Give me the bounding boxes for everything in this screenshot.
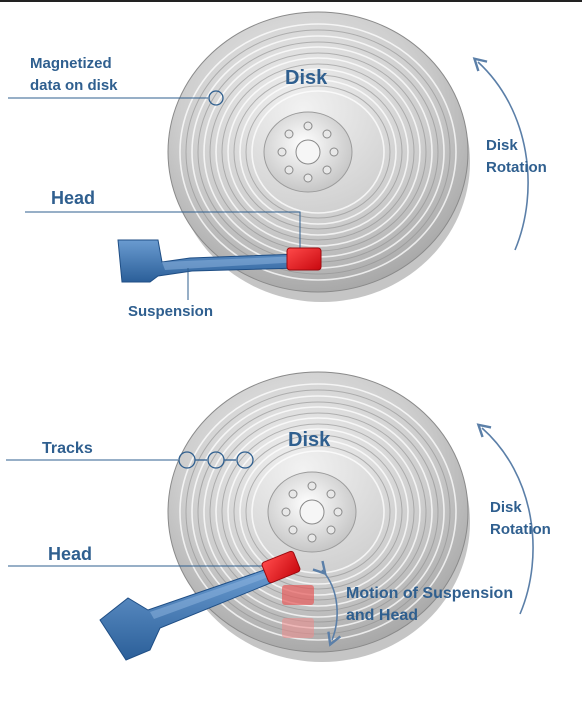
magnetized-label-line1: Magnetized (30, 55, 112, 72)
hub-center (299, 499, 325, 525)
head-label: Head (51, 188, 95, 208)
rotation-label-line2: Rotation (490, 521, 551, 538)
disk-tracks (179, 23, 457, 281)
tracks-markers (178, 451, 254, 469)
rotation-arrow (476, 423, 534, 615)
read-write-head (261, 550, 301, 584)
head-ghost-position (282, 585, 314, 605)
disk-label: Disk (285, 67, 328, 89)
head-ghost-position (282, 618, 314, 638)
rotation-arrow (472, 57, 529, 251)
magnetized-label-line2: data on disk (30, 77, 118, 94)
rotation-label-line2: Rotation (486, 159, 547, 176)
diagram-top: Disk Magnetized data on disk Head Suspen… (8, 11, 547, 320)
motion-arrow (312, 560, 342, 647)
read-write-head (286, 247, 322, 271)
hub-screws (277, 121, 339, 183)
head-label: Head (48, 544, 92, 564)
hub-center (295, 139, 321, 165)
motion-label-line1: Motion of Suspension (346, 585, 513, 602)
diagram-bottom: Disk Tracks Head Motion of Suspension an… (6, 371, 551, 662)
tracks-label: Tracks (42, 440, 93, 457)
magnetized-data-spot (208, 90, 224, 106)
rotation-label-line1: Disk (486, 137, 518, 154)
suspension-label: Suspension (128, 303, 213, 320)
rotation-label-line1: Disk (490, 499, 522, 516)
motion-label-line2: and Head (346, 607, 418, 624)
head-leader-line (25, 211, 301, 250)
hub-screws (281, 481, 343, 543)
disk-label: Disk (288, 429, 331, 451)
